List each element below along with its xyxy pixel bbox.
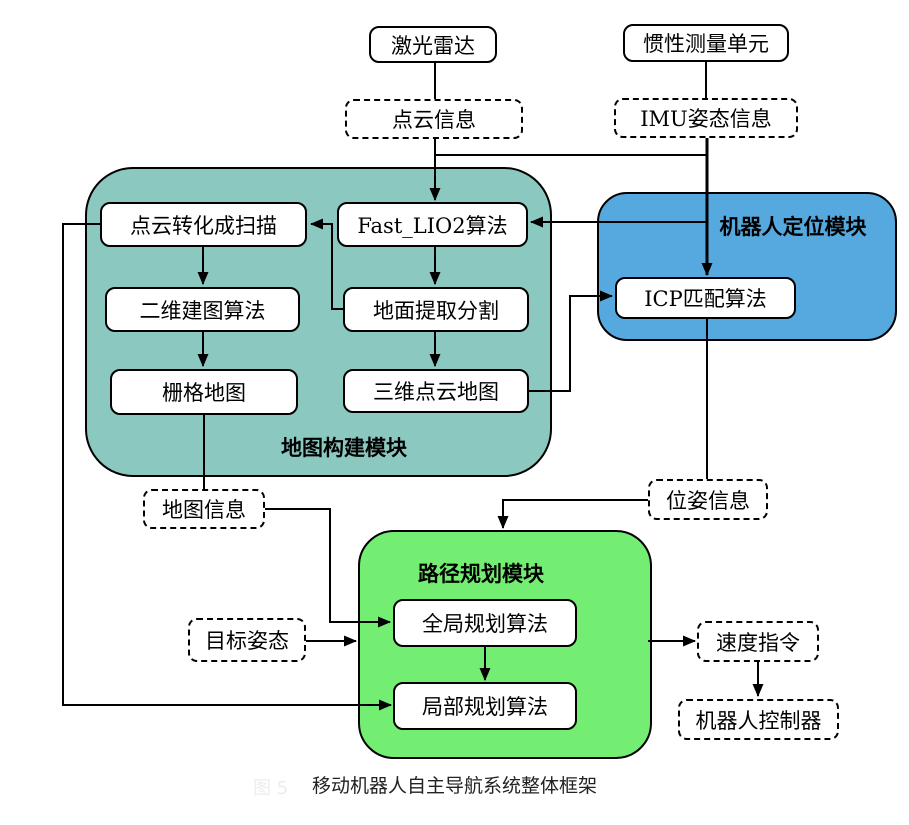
velocity-cmd-node: 速度指令: [697, 621, 819, 662]
figure-number-watermark: 图 5: [253, 778, 289, 799]
fast-lio2-node: Fast_LIO2算法: [337, 202, 528, 247]
edge-poseinfo-planning: [497, 499, 648, 529]
mapping-module-label: 地图构建模块: [281, 435, 407, 460]
grid-map-node: 栅格地图: [110, 369, 298, 415]
cloud-to-scan-node: 点云转化成扫描: [100, 202, 307, 247]
map-info-node: 地图信息: [143, 489, 265, 529]
icp-node: ICP匹配算法: [615, 277, 796, 319]
local-planner-node: 局部规划算法: [393, 682, 577, 730]
pose-info-node: 位姿信息: [648, 479, 768, 520]
lidar-node: 激光雷达: [369, 26, 497, 63]
robot-controller-node: 机器人控制器: [678, 699, 839, 740]
mapping-2d-node: 二维建图算法: [105, 287, 300, 332]
diagram-caption: 移动机器人自主导航系统整体框架: [311, 775, 597, 797]
localization-module-label: 机器人定位模块: [719, 214, 867, 239]
global-planner-node: 全局规划算法: [393, 599, 577, 647]
cloud-map-3d-node: 三维点云地图: [343, 369, 529, 413]
ground-extraction-node: 地面提取分割: [343, 287, 529, 332]
imu-pose-info-node: IMU姿态信息: [614, 98, 798, 138]
planning-module-label: 路径规划模块: [418, 561, 544, 586]
imu-node: 惯性测量单元: [623, 24, 789, 62]
goal-pose-node: 目标姿态: [188, 618, 306, 662]
pointcloud-info-node: 点云信息: [345, 99, 523, 139]
